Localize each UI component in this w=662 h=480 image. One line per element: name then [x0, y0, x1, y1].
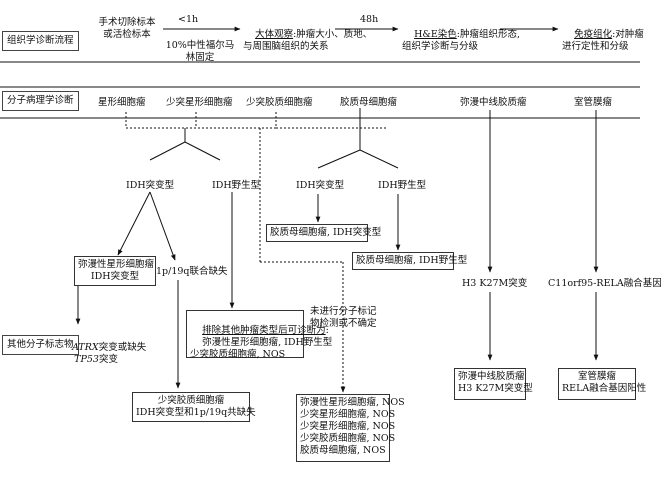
gbm-split-a [317, 149, 361, 169]
row-label-molecular: 分子病理学诊断 [2, 91, 79, 111]
result-ependymoma-final: 室管膜瘤 RELA融合基因阳性 [558, 368, 646, 400]
flowchart-connectors [0, 26, 640, 393]
marker-tp53-note: 突变 [98, 354, 118, 365]
tumor-oligoastrocytoma: 少突星形细胞瘤 [166, 97, 233, 108]
branch-1p19q-codeletion: 1p/19q联合缺失 [156, 266, 228, 277]
idh-mut-split-b [149, 191, 176, 261]
result-c11orf95-rela: C11orf95-RELA融合基因 [548, 278, 662, 289]
glioma-diagnosis-flowchart: 组织学诊断流程 分子病理学诊断 其他分子标志物 手术切除标本 或活检标本 <1h… [0, 14, 662, 462]
result-gbm-idh-wildtype: 胶质母细胞瘤, IDH野生型 [352, 252, 467, 270]
marker-atrx-gene: ATRX [72, 342, 99, 353]
tumor-oligodendroglioma: 少突胶质细胞瘤 [246, 97, 313, 108]
he-stain-node: H&E染色:肿瘤组织形态, 组织学诊断与分级 [402, 17, 520, 65]
markers-tp53: TP53突变 [60, 342, 120, 378]
tumor-ependymoma: 室管膜瘤 [574, 97, 613, 108]
exclusion-heading: 排除其他肿瘤类型后可诊断为 [202, 325, 326, 336]
tumor-diffuse-midline-glioma: 弥漫中线胶质瘤 [460, 97, 527, 108]
gross-exam-heading: 大体观察 [255, 29, 294, 40]
branch-idh-wildtype-left: IDH野生型 [212, 180, 261, 191]
fixation-node: 10%中性福尔马 林固定 [165, 40, 235, 63]
result-gbm-idh-mutant: 胶质母细胞瘤, IDH突变型 [266, 224, 381, 242]
marker-tp53-gene: TP53 [74, 354, 99, 365]
result-nos-list: 弥漫性星形细胞瘤, NOS 少突星形细胞瘤, NOS 少突星形细胞瘤, NOS … [296, 394, 405, 462]
ihc-node: 免疫组化:对肿瘤 进行定性和分级 [562, 17, 644, 65]
result-oligodendroglioma-final: 少突胶质细胞瘤 IDH突变型和1p/19q共缺失 [132, 392, 256, 422]
marker-atrx-note: 突变或缺失 [98, 342, 147, 353]
fixation-time-label: <1h [178, 14, 199, 25]
branch-not-tested: 未进行分子标记 物检测或不确定 [310, 306, 377, 329]
gbm-split-b [359, 149, 399, 169]
gross-exam-body: :肿瘤大小、质地、 与周围脑组织的关系 [243, 29, 373, 52]
idh-mut-split-a [117, 191, 151, 256]
specimen-node: 手术切除标本 或活检标本 [98, 17, 156, 40]
branch-idh-mutant-left: IDH突变型 [126, 180, 175, 191]
ihc-heading: 免疫组化 [574, 29, 613, 40]
row-label-histology: 组织学诊断流程 [2, 31, 79, 51]
markers-atrx: ATRX突变或缺失 [60, 330, 146, 366]
result-exclusion-diagnosis: 排除其他肿瘤类型后可诊断为: 弥漫性星形细胞瘤, IDH野生型 少突胶质细胞瘤,… [186, 310, 332, 360]
ihc-body: :对肿瘤 进行定性和分级 [562, 29, 644, 52]
gross-exam-node: 大体观察:肿瘤大小、质地、 与周围脑组织的关系 [243, 17, 372, 65]
tumor-astrocytoma: 星形细胞瘤 [98, 97, 146, 108]
row-label-other-markers: 其他分子标志物 [2, 335, 79, 355]
exclusion-body: 弥漫性星形细胞瘤, IDH野生型 少突胶质细胞瘤, NOS [190, 337, 333, 360]
split-left-a [149, 141, 186, 161]
result-midline-glioma-final: 弥漫中线胶质瘤 H3 K27M突变型 [454, 368, 533, 400]
branch-idh-wildtype-gbm: IDH野生型 [378, 180, 427, 191]
split-left-b [184, 141, 221, 161]
processing-time-label: 48h [360, 14, 379, 25]
branch-idh-mutant-gbm: IDH突变型 [296, 180, 345, 191]
he-stain-heading: H&E染色 [414, 29, 457, 40]
he-stain-body: :肿瘤组织形态, 组织学诊断与分级 [402, 29, 521, 52]
exclusion-colon: : [325, 325, 329, 336]
tumor-glioblastoma: 胶质母细胞瘤 [340, 97, 398, 108]
result-diffuse-astrocytoma-idh-mutant: 弥漫性星形细胞瘤 IDH突变型 [74, 256, 156, 286]
result-h3-k27m: H3 K27M突变 [462, 278, 528, 289]
